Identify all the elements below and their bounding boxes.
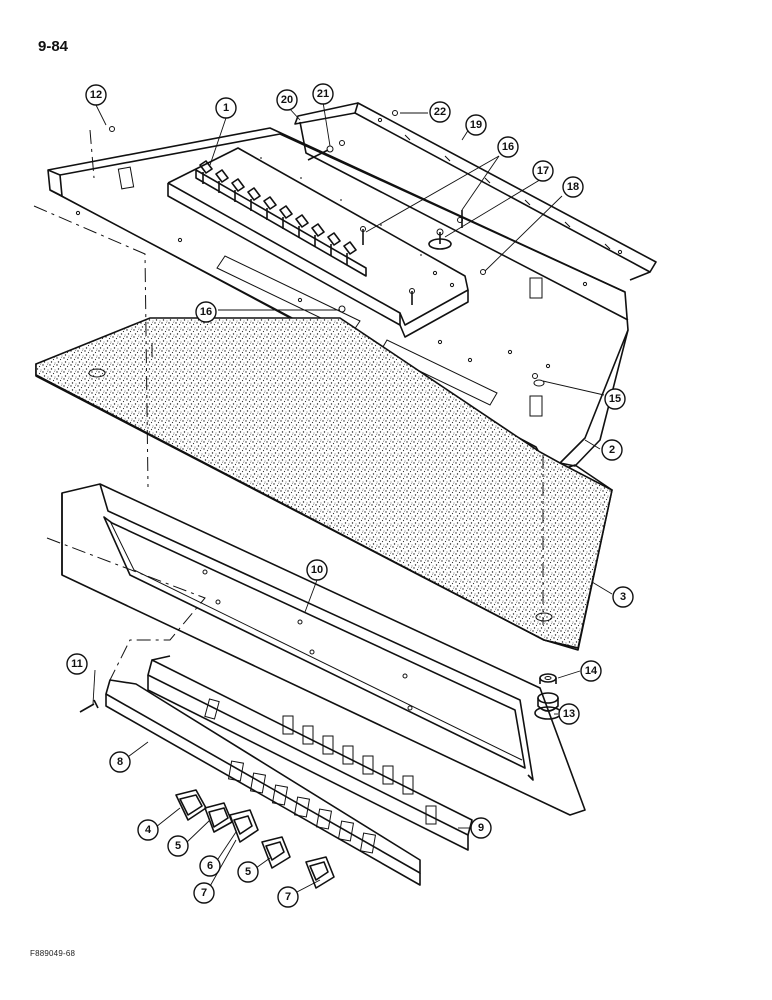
switch-openings-inner	[282, 715, 437, 825]
callout-13: 13	[558, 703, 580, 725]
callout-3: 3	[612, 586, 634, 608]
bezel-frame	[61, 483, 586, 816]
switch-openings-outer	[227, 760, 377, 854]
svg-text:16: 16	[200, 306, 212, 318]
figure-code: F889049-68	[30, 949, 76, 958]
svg-text:13: 13	[563, 708, 575, 720]
callout-7-right: 7	[277, 886, 299, 908]
callout-20: 20	[276, 89, 298, 111]
svg-text:22: 22	[434, 106, 446, 118]
svg-text:17: 17	[537, 165, 549, 177]
svg-text:9: 9	[478, 822, 484, 834]
rubber-foot	[534, 673, 562, 720]
callout-22: 22	[429, 101, 451, 123]
callout-2: 2	[601, 439, 623, 461]
terminal-blocks	[199, 160, 357, 265]
console-panel	[47, 127, 629, 467]
switch-plate-inner	[147, 655, 473, 851]
switch-caps	[175, 789, 335, 889]
svg-text:18: 18	[567, 181, 579, 193]
terminal-bracket	[167, 147, 469, 338]
switch-plate-outer	[105, 679, 421, 886]
callout-6: 6	[199, 855, 221, 877]
svg-text:19: 19	[470, 119, 482, 131]
leader-lines	[92, 101, 613, 894]
svg-text:3: 3	[620, 591, 626, 603]
callout-10: 10	[306, 559, 328, 581]
svg-text:15: 15	[609, 393, 621, 405]
callout-14: 14	[580, 660, 602, 682]
callout-4: 4	[137, 819, 159, 841]
insulation-pad	[35, 317, 613, 651]
svg-text:8: 8	[117, 756, 123, 768]
svg-text:4: 4	[145, 824, 152, 836]
svg-text:7: 7	[285, 891, 291, 903]
svg-text:21: 21	[317, 88, 329, 100]
svg-text:12: 12	[90, 89, 102, 101]
callout-15: 15	[604, 388, 626, 410]
mounting-channel	[294, 102, 657, 321]
callout-8: 8	[109, 751, 131, 773]
callout-17: 17	[532, 160, 554, 182]
svg-text:2: 2	[609, 444, 615, 456]
callout-5-right: 5	[237, 861, 259, 883]
callout-21: 21	[312, 83, 334, 105]
callout-5-left: 5	[167, 835, 189, 857]
svg-text:10: 10	[311, 564, 323, 576]
screw	[79, 699, 99, 713]
callout-16-bottom: 16	[195, 301, 217, 323]
page-number: 9-84	[38, 38, 69, 55]
callout-12: 12	[85, 84, 107, 106]
svg-text:6: 6	[207, 860, 213, 872]
callout-7-left: 7	[193, 882, 215, 904]
callout-19: 19	[465, 114, 487, 136]
svg-text:5: 5	[245, 866, 251, 878]
callout-11: 11	[66, 653, 88, 675]
callout-18: 18	[562, 176, 584, 198]
svg-text:1: 1	[223, 102, 229, 114]
svg-text:14: 14	[585, 665, 598, 677]
alignment-lines	[33, 129, 544, 681]
svg-text:5: 5	[175, 840, 181, 852]
svg-text:16: 16	[502, 141, 514, 153]
callout-1: 1	[215, 97, 237, 119]
callout-9: 9	[470, 817, 492, 839]
svg-text:7: 7	[201, 887, 207, 899]
callout-16-top: 16	[497, 136, 519, 158]
svg-text:11: 11	[71, 658, 83, 670]
svg-text:20: 20	[281, 94, 293, 106]
hardware-fasteners	[109, 110, 545, 387]
